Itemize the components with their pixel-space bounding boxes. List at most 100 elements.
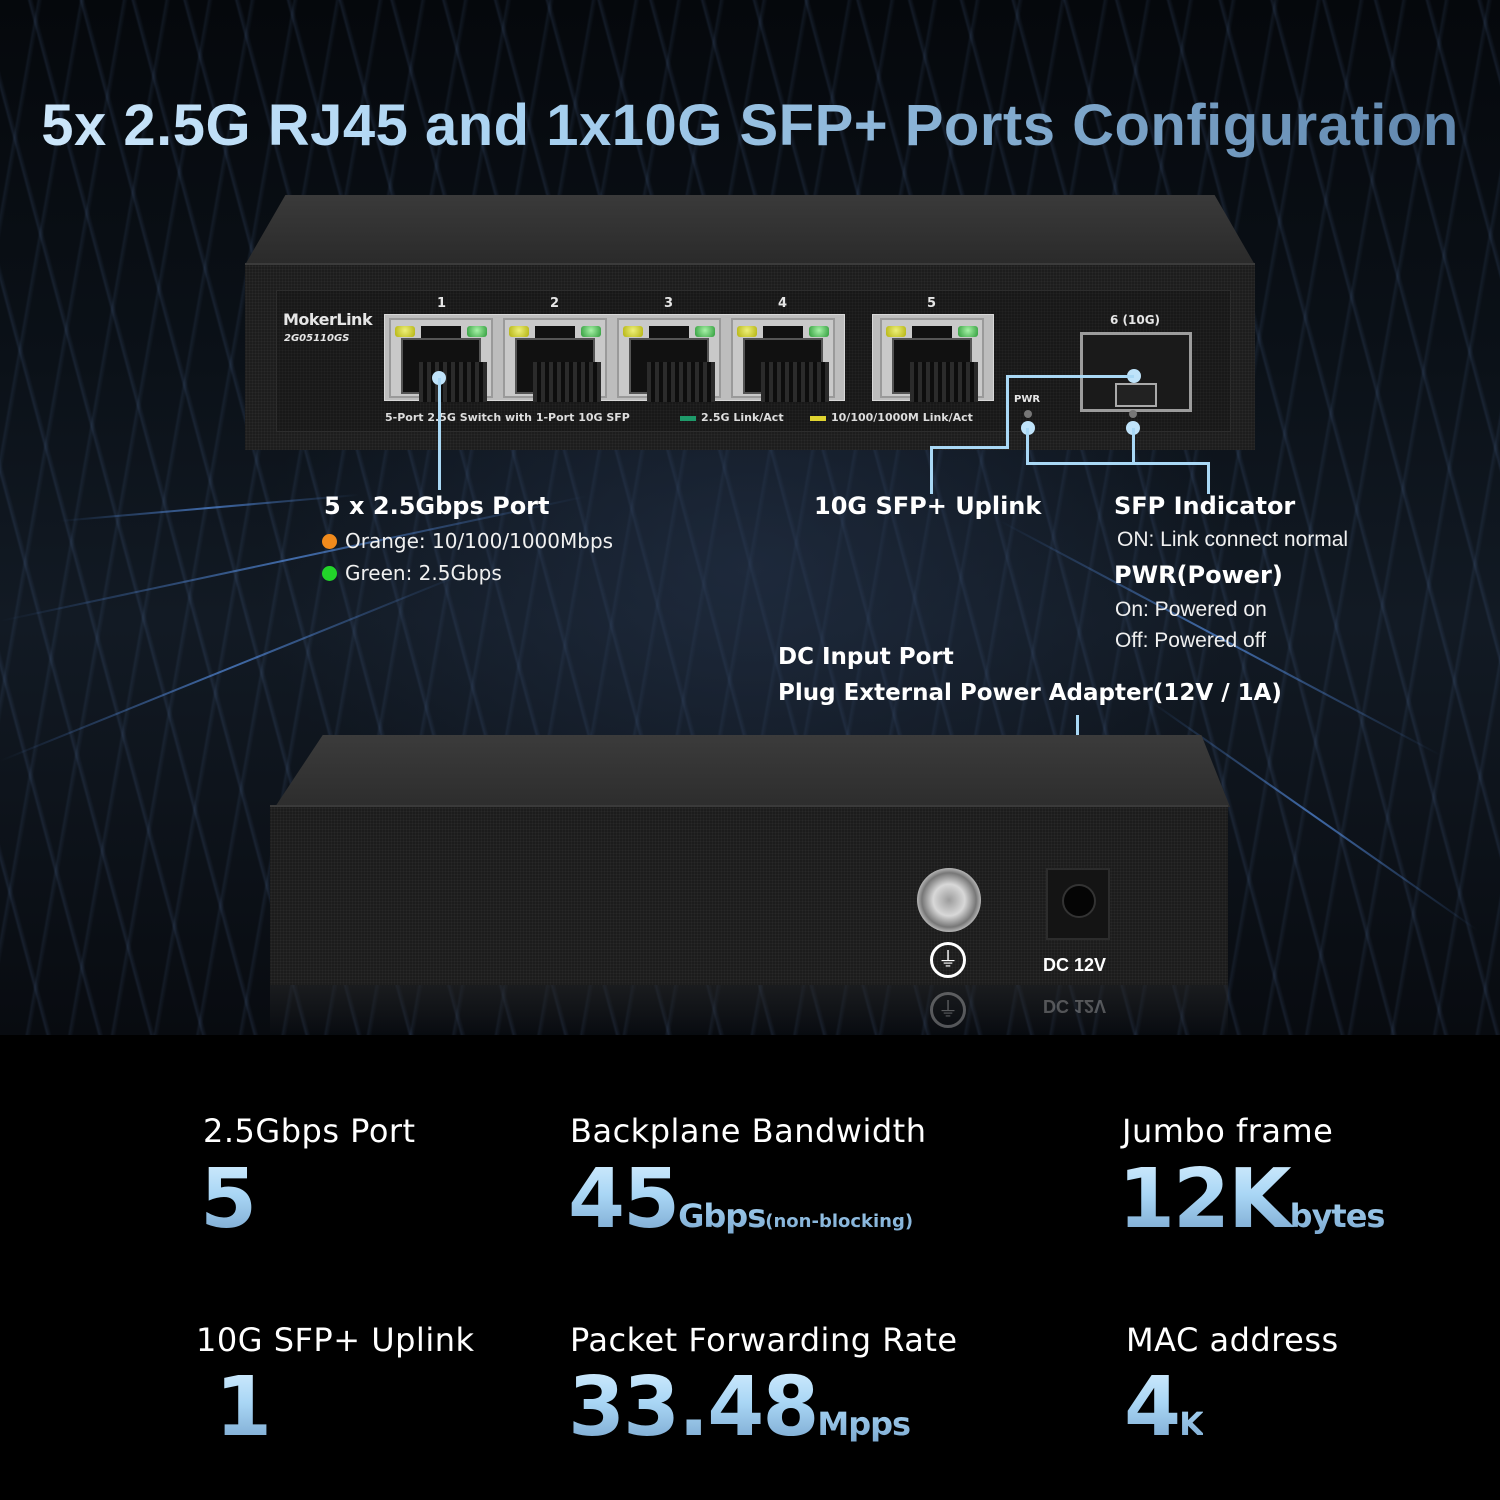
sfp-lever [1115, 383, 1157, 407]
pwr-annotation-title: PWR(Power) [1114, 561, 1283, 589]
led-green-icon [467, 326, 487, 337]
spec-unit: Gbps [678, 1197, 766, 1235]
port-pins [910, 362, 978, 402]
led-yellow-icon [623, 326, 643, 337]
sfp-indicator-title: SFP Indicator [1114, 492, 1296, 520]
front-caption: 5-Port 2.5G Switch with 1-Port 10G SFP [385, 411, 630, 424]
port-socket [401, 338, 487, 402]
rj45-port-1[interactable] [389, 318, 493, 402]
spec-number: 4 [1124, 1360, 1180, 1455]
legend-gigabit: 10/100/1000M Link/Act [810, 411, 973, 424]
yellow-swatch-icon [810, 415, 826, 421]
legend-2-5g: 2.5G Link/Act [680, 411, 784, 424]
spec-value-forwarding: 33.48Mpps [568, 1360, 910, 1455]
rj45-port-2[interactable] [503, 318, 607, 402]
callout-line [930, 446, 933, 494]
light-streak [59, 493, 359, 522]
callout-line [1006, 375, 1134, 378]
led-green-icon [695, 326, 715, 337]
sfp-indicator-text: ON: Link connect normal [1117, 528, 1349, 551]
spec-number: 1 [215, 1360, 271, 1455]
sfp-port-label: 6 (10G) [1110, 313, 1161, 327]
switch-top-cover [245, 195, 1255, 265]
dc-jack-hole [1062, 884, 1096, 918]
port-latch [649, 326, 689, 340]
pwr-led-icon [1024, 410, 1032, 418]
switch-rear-panel [270, 805, 1228, 985]
callout-line [1132, 428, 1135, 464]
callout-line [438, 378, 441, 490]
green-label: Green: 2.5Gbps [345, 561, 502, 585]
pwr-label: PWR [1014, 394, 1041, 405]
spec-number: 5 [200, 1152, 256, 1247]
spec-number: 12K [1118, 1152, 1290, 1247]
port-socket [515, 338, 601, 402]
green-swatch-icon [680, 415, 696, 421]
port-latch [763, 326, 803, 340]
port-pins [761, 362, 829, 402]
led-green-icon [581, 326, 601, 337]
spec-number: 33.48 [568, 1360, 818, 1455]
sfp-led-icon [1129, 410, 1137, 418]
port-latch [421, 326, 461, 340]
port-pins [533, 362, 601, 402]
spec-value-ports: 5 [200, 1152, 255, 1247]
port-socket [743, 338, 829, 402]
spec-unit: bytes [1289, 1197, 1385, 1235]
callout-line [930, 446, 1009, 449]
spec-unit: Mpps [817, 1405, 911, 1443]
port-number-1: 1 [437, 296, 447, 311]
spec-value-sfp: 1 [215, 1360, 270, 1455]
dc-input-title: DC Input Port [778, 644, 954, 670]
ground-symbol-icon: ⏚ [930, 942, 966, 978]
callout-line [1026, 462, 1209, 465]
legend-label: 2.5G Link/Act [701, 411, 784, 424]
dc-label-reflection: DC 12V [1043, 996, 1107, 1016]
spec-label-backplane: Backplane Bandwidth [570, 1112, 927, 1150]
port-number-5: 5 [927, 296, 937, 311]
port-latch [912, 326, 952, 340]
led-green-icon [958, 326, 978, 337]
rj45-port-3[interactable] [617, 318, 721, 402]
rear-top-cover [275, 735, 1230, 807]
ground-screw-icon [917, 868, 981, 932]
spec-label-forwarding: Packet Forwarding Rate [570, 1321, 958, 1359]
spec-note: (non-blocking) [765, 1211, 914, 1232]
rj45-port-5[interactable] [880, 318, 984, 402]
legend-label: 10/100/1000M Link/Act [831, 411, 973, 424]
orange-label: Orange: 10/100/1000Mbps [345, 529, 614, 553]
dc-label: DC 12V [1043, 955, 1107, 975]
rj45-port-4[interactable] [731, 318, 835, 402]
ports-annotation-title: 5 x 2.5Gbps Port [324, 492, 550, 520]
model-number: 2G05110GS [284, 333, 350, 344]
port-socket [629, 338, 715, 402]
port-pins [647, 362, 715, 402]
callout-line [1006, 375, 1009, 448]
specs-section [0, 1035, 1500, 1500]
spec-number: 45 [568, 1152, 679, 1247]
led-yellow-icon [509, 326, 529, 337]
pwr-on-text: On: Powered on [1115, 598, 1267, 621]
port-number-4: 4 [778, 296, 788, 311]
led-yellow-icon [886, 326, 906, 337]
spec-label-sfp: 10G SFP+ Uplink [196, 1321, 475, 1359]
spec-label-ports: 2.5Gbps Port [203, 1112, 416, 1150]
floor-reflection [270, 985, 1228, 1035]
page-title: 5x 2.5G RJ45 and 1x10G SFP+ Ports Config… [0, 92, 1500, 159]
port-latch [535, 326, 575, 340]
ground-symbol-reflection-icon: ⏚ [930, 992, 966, 1028]
spec-value-mac: 4K [1124, 1360, 1203, 1455]
port-socket [892, 338, 978, 402]
led-green-icon [809, 326, 829, 337]
spec-value-backplane: 45Gbps(non-blocking) [568, 1152, 913, 1247]
dc-power-jack[interactable] [1046, 868, 1110, 940]
spec-value-jumbo: 12Kbytes [1118, 1152, 1384, 1247]
port-pins [419, 362, 487, 402]
ports-annotation-green: Green: 2.5Gbps [322, 561, 502, 585]
spec-label-jumbo: Jumbo frame [1122, 1112, 1334, 1150]
spec-label-mac: MAC address [1126, 1321, 1339, 1359]
led-yellow-icon [737, 326, 757, 337]
callout-line [1207, 462, 1210, 494]
orange-dot-icon [322, 534, 337, 549]
led-yellow-icon [395, 326, 415, 337]
